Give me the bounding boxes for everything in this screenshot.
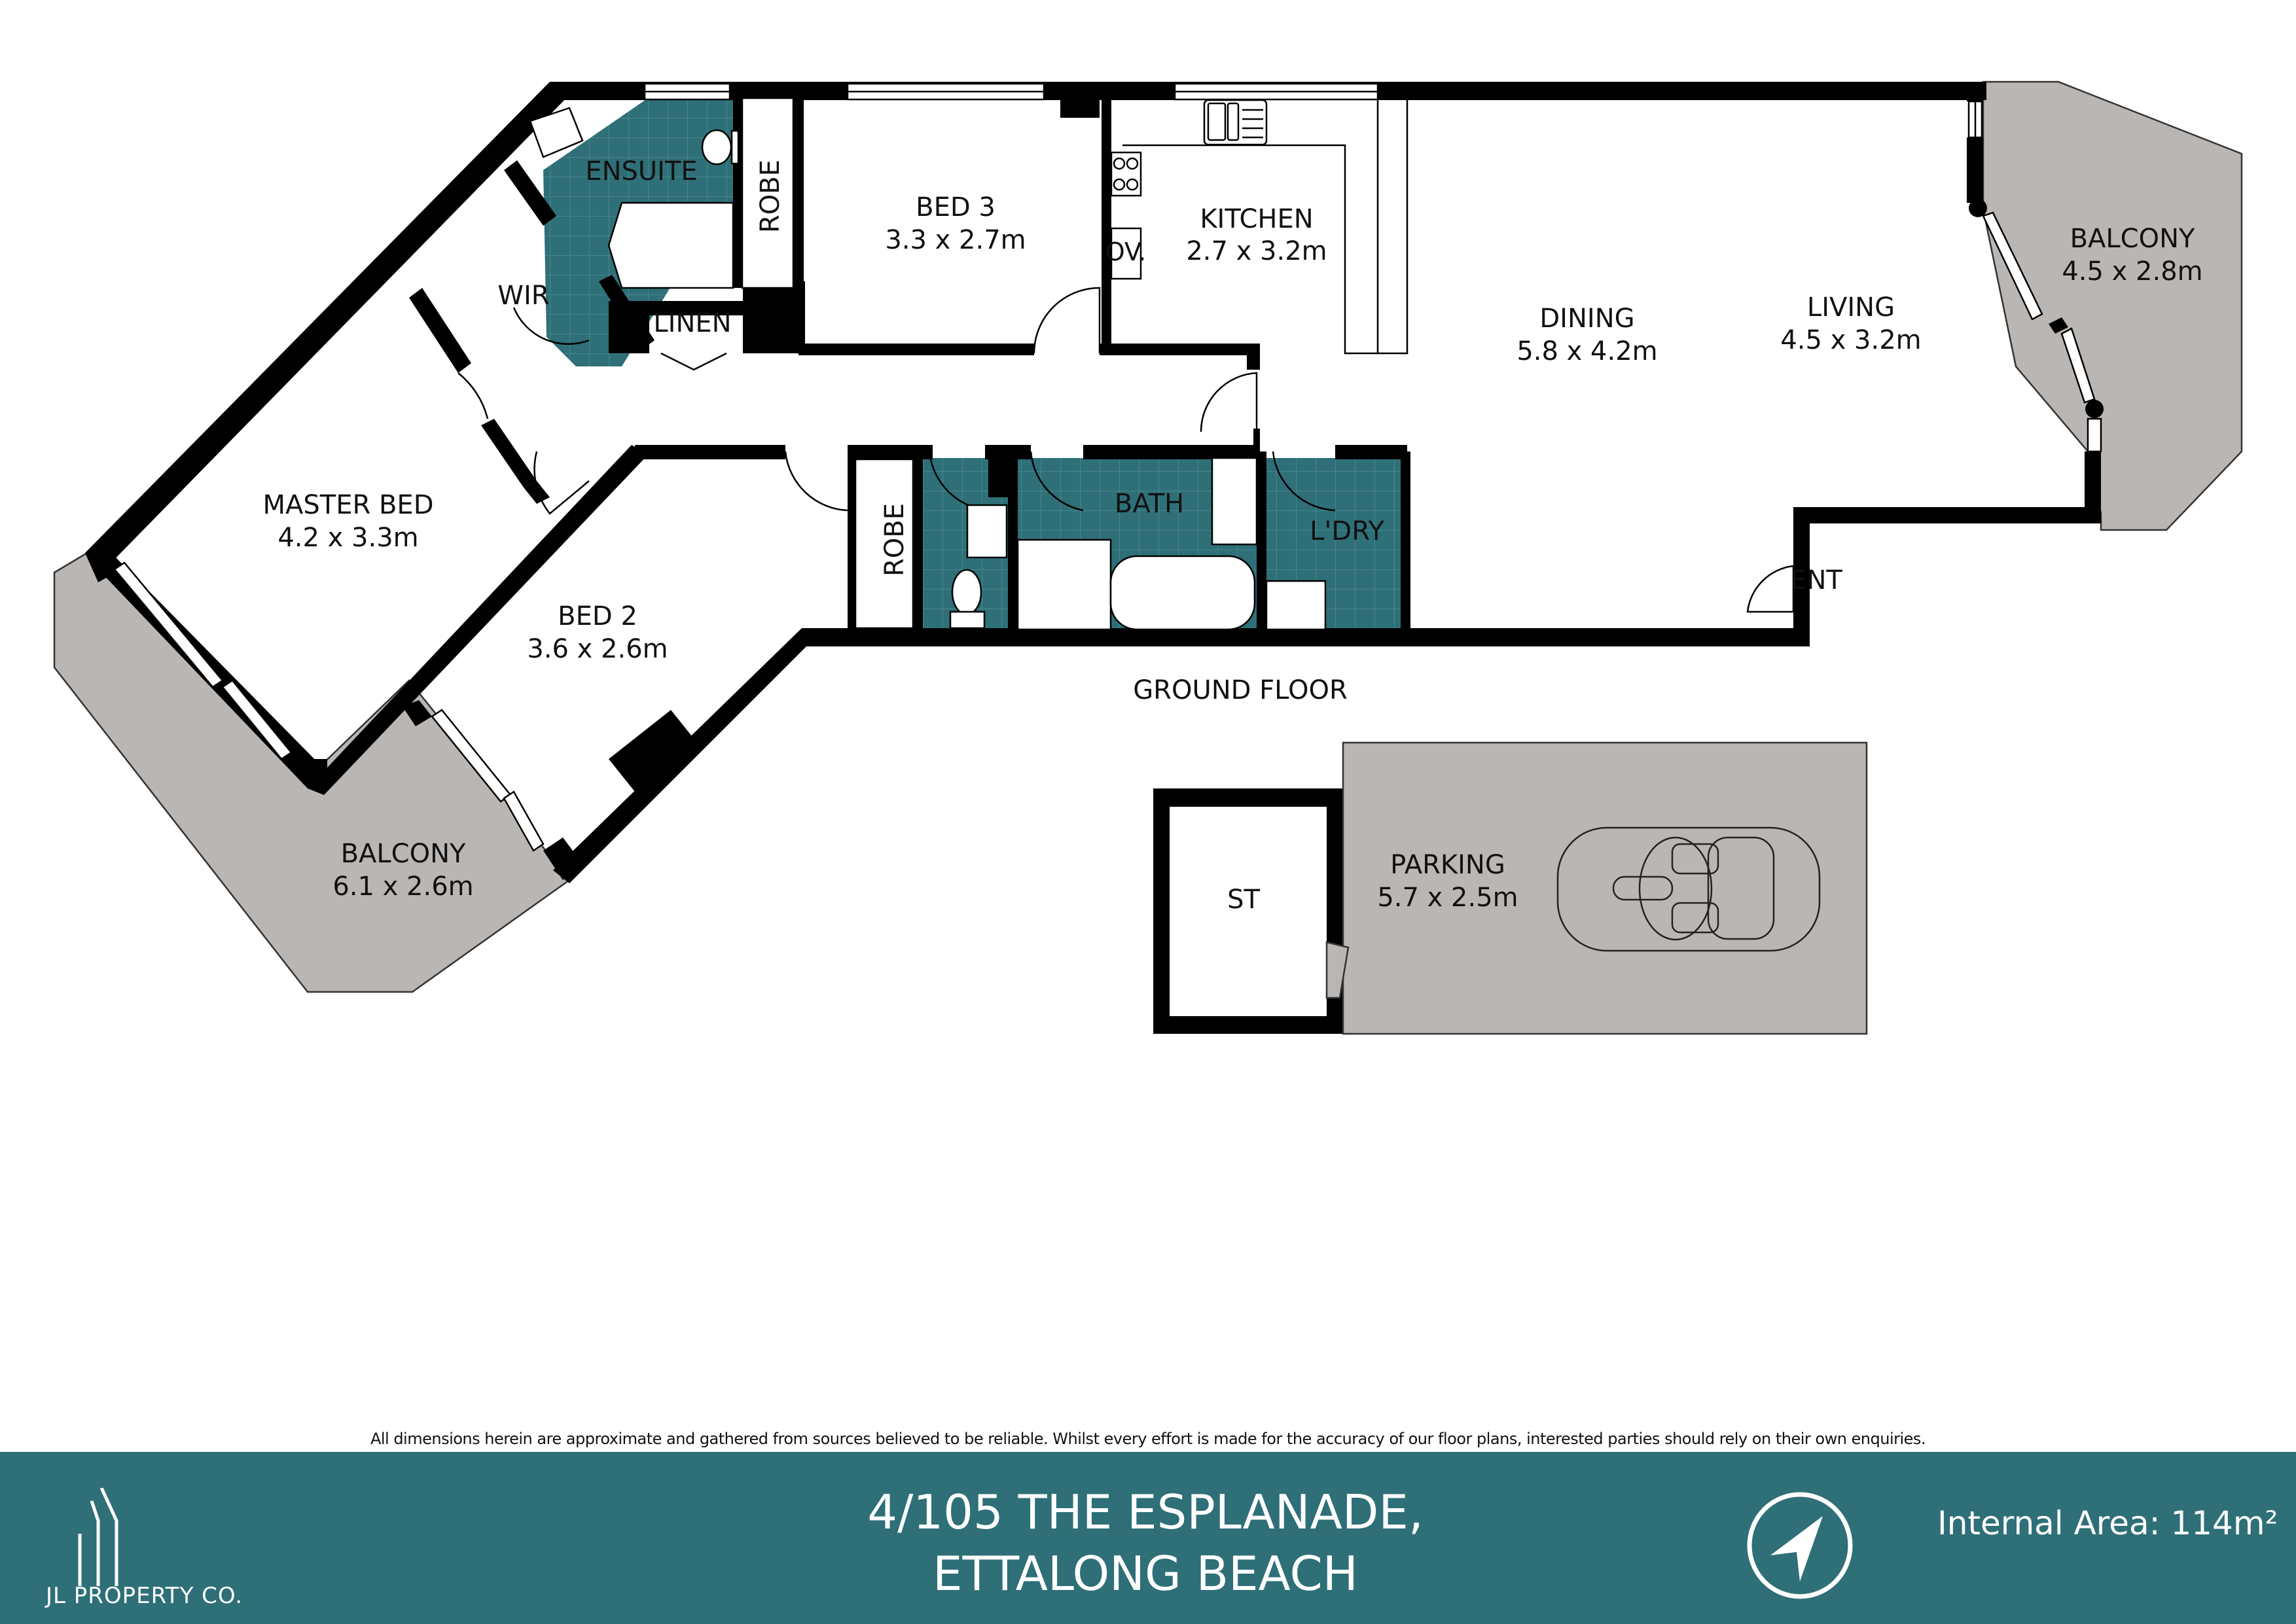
robe-bed2-frame [854, 458, 914, 629]
wc-toilet [951, 569, 982, 616]
master-bed-label: MASTER BED [263, 490, 434, 520]
shower [607, 202, 734, 289]
car-icon [1556, 826, 1821, 952]
internal-area: Internal Area: 114m² [1937, 1504, 2278, 1542]
bed3-dim: 3.3 x 2.7m [885, 225, 1026, 255]
balcony-west-label: BALCONY [341, 839, 466, 869]
door-kitchen-hall[interactable] [1200, 372, 1258, 432]
door-bed2[interactable] [784, 451, 848, 512]
bed2-label: BED 2 [558, 601, 637, 631]
address-line-1: 4/105 THE ESPLANADE, [867, 1485, 1424, 1540]
oven-label: OV. [1105, 238, 1146, 266]
storage-label: ST [1227, 885, 1260, 915]
bath-label: BATH [1115, 489, 1184, 519]
laundry-tub [1265, 580, 1327, 631]
window [2060, 327, 2096, 404]
disclaimer-text: All dimensions herein are approximate an… [370, 1430, 1926, 1448]
footer-bar: JL PROPERTY CO. 4/105 THE ESPLANADE, ETT… [0, 1452, 2296, 1624]
living-label: LIVING [1807, 292, 1895, 323]
compass-north-icon [1747, 1492, 1853, 1599]
dining-label: DINING [1539, 304, 1634, 334]
floor-label: GROUND FLOOR [1133, 675, 1348, 705]
window [1982, 211, 2043, 321]
door-linen[interactable] [660, 352, 727, 371]
wc-basin [966, 504, 1008, 559]
robe-bed2-label: ROBE [880, 503, 910, 576]
address-line-2: ETTALONG BEACH [933, 1546, 1358, 1601]
door-master[interactable] [533, 451, 590, 515]
dining-dim: 5.8 x 4.2m [1516, 336, 1657, 366]
toilet [701, 129, 732, 166]
property-address: 4/105 THE ESPLANADE, ETTALONG BEACH [720, 1481, 1571, 1604]
bed3-label: BED 3 [916, 192, 996, 222]
door-laundry[interactable] [1272, 451, 1336, 512]
oven [1110, 227, 1142, 280]
master-bed-dim: 4.2 x 3.3m [278, 523, 418, 553]
parking-label: PARKING [1390, 850, 1505, 880]
window [2087, 417, 2102, 453]
window [113, 561, 224, 688]
door-bath[interactable] [1030, 451, 1084, 512]
kitchen-bench [1122, 100, 1408, 355]
balcony-east-area [1982, 80, 2243, 531]
shower-base [1016, 538, 1112, 631]
kitchen-dim: 2.7 x 3.2m [1186, 236, 1327, 266]
parking-area [1342, 741, 1868, 1035]
vanity-basin [529, 107, 584, 158]
robe-bed3-frame [741, 97, 795, 289]
kitchen-label: KITCHEN [1200, 204, 1313, 234]
door-entry[interactable] [1746, 565, 1795, 613]
living-dim: 4.5 x 3.2m [1780, 325, 1921, 355]
wir-label: WIR [497, 281, 549, 311]
laundry-label: L'DRY [1310, 516, 1384, 546]
balcony-east-label: BALCONY [2070, 224, 2195, 254]
door-bed3[interactable] [1033, 287, 1101, 354]
robe-bed3-label: ROBE [755, 160, 785, 233]
bath-vanity [1211, 457, 1258, 546]
balcony-east-dim: 4.5 x 2.8m [2062, 256, 2202, 287]
storage-floor [1170, 807, 1327, 1016]
floor-plan: ENSUITE WIR ROBE LINEN BED 3 3.3 x 2.7m … [53, 80, 2243, 1035]
linen-label: LINEN [653, 308, 731, 338]
brand-name: JL PROPERTY CO. [46, 1583, 243, 1609]
bed2-dim: 3.6 x 2.6m [527, 634, 668, 664]
parking-dim: 5.7 x 2.5m [1377, 883, 1518, 913]
window [221, 679, 293, 760]
window [503, 790, 545, 852]
door-ensuite[interactable] [512, 307, 590, 345]
entry-label: ENT [1790, 565, 1842, 595]
door-wir[interactable] [457, 372, 489, 419]
ensuite-label: ENSUITE [585, 156, 697, 186]
balcony-west-dim: 6.1 x 2.6m [332, 872, 473, 902]
bathtub [1109, 555, 1256, 631]
house-logo-icon [78, 1488, 118, 1586]
